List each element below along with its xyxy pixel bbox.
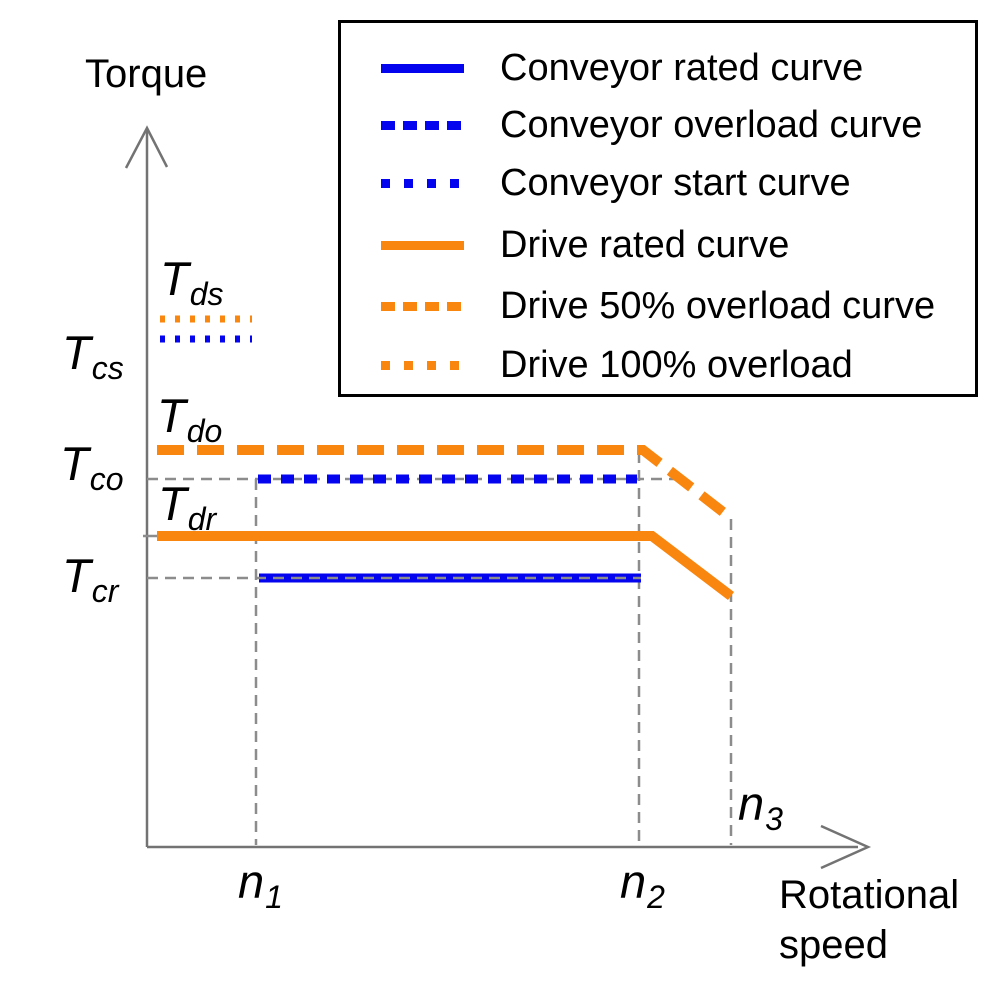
legend-item-label: Conveyor rated curve xyxy=(500,46,864,89)
conveyor-rated-line-sample xyxy=(381,63,464,73)
conveyor-overload-line-sample xyxy=(381,120,464,130)
legend-item-drive-rated: Drive rated curve xyxy=(381,222,965,268)
conveyor-start-line-sample xyxy=(381,178,464,188)
x-tick-label-n3: n3 xyxy=(738,777,783,835)
x-axis-title-line2: speed xyxy=(779,923,888,967)
tick-main: T xyxy=(62,326,91,379)
legend-item-label: Conveyor overload curve xyxy=(500,103,923,146)
tick-sub: 3 xyxy=(765,801,783,837)
tick-sub: ds xyxy=(189,276,224,312)
series-drive-50-overload xyxy=(157,445,736,523)
x-tick-label-n2: n2 xyxy=(620,855,665,913)
tick-main: n xyxy=(238,855,265,908)
drive-100-overload-line-sample xyxy=(381,360,464,370)
x-axis-title-line1: Rotational xyxy=(779,873,960,917)
legend-item-drive-50-overload: Drive 50% overload curve xyxy=(381,283,965,329)
y-tick-label-Tcr: Tcr xyxy=(62,549,118,607)
y-tick-label-Tdr: Tdr xyxy=(158,477,216,535)
tick-main: T xyxy=(158,477,187,530)
tick-sub: 1 xyxy=(265,879,283,915)
x-tick-label-n1: n1 xyxy=(238,855,283,913)
y-axis-title: Torque xyxy=(85,52,208,96)
legend-item-label: Drive rated curve xyxy=(500,223,790,266)
y-tick-label-Tds: Tds xyxy=(160,252,224,310)
tick-main: n xyxy=(738,777,765,830)
tick-main: T xyxy=(157,389,186,442)
tick-main: n xyxy=(620,855,647,908)
legend-item-conveyor-overload: Conveyor overload curve xyxy=(381,102,965,148)
legend-item-label: Drive 50% overload curve xyxy=(500,284,936,327)
legend-item-conveyor-rated: Conveyor rated curve xyxy=(381,45,965,91)
tick-sub: dr xyxy=(187,501,217,537)
y-axis-arrowhead xyxy=(124,125,169,169)
y-tick-label-Tcs: Tcs xyxy=(62,326,124,384)
tick-sub: cr xyxy=(91,573,119,609)
y-tick-label-Tco: Tco xyxy=(60,437,124,495)
legend-item-drive-100-overload: Drive 100% overload xyxy=(381,342,965,388)
x-axis-arrowhead xyxy=(820,824,872,870)
tick-sub: do xyxy=(186,413,223,449)
tick-main: T xyxy=(60,437,89,490)
tick-sub: 2 xyxy=(647,879,665,915)
tick-main: T xyxy=(62,549,91,602)
tick-main: T xyxy=(160,252,189,305)
legend-item-conveyor-start: Conveyor start curve xyxy=(381,160,965,206)
tick-sub: cs xyxy=(91,350,124,386)
legend-item-label: Drive 100% overload xyxy=(500,343,853,386)
x-axis-title: Rotational speed xyxy=(779,870,959,970)
series-drive-rated xyxy=(157,531,735,600)
legend-item-label: Conveyor start curve xyxy=(500,161,851,204)
tick-sub: co xyxy=(89,461,124,497)
drive-rated-line-sample xyxy=(381,240,464,250)
legend-box: Conveyor rated curve Conveyor overload c… xyxy=(338,20,978,397)
y-tick-label-Tdo: Tdo xyxy=(157,389,222,447)
drive-50-overload-line-sample xyxy=(381,301,464,311)
